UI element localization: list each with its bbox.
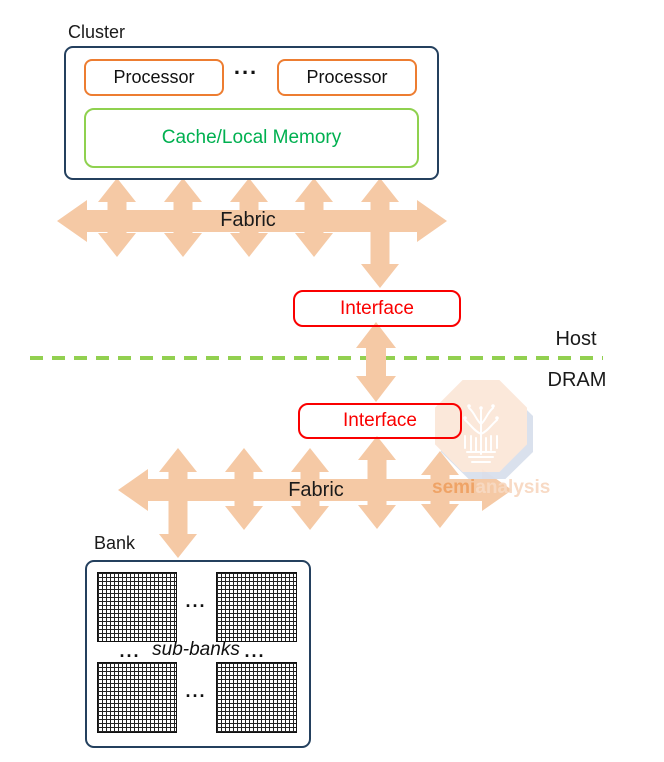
- watermark-wordmark: semianalysis: [432, 477, 550, 499]
- semianalysis-logo-icon: [435, 380, 527, 472]
- cluster-label: Cluster: [68, 22, 126, 42]
- watermark-text-analysis: analysis: [475, 477, 551, 498]
- interface-to-interface-arrow: [356, 322, 396, 402]
- bank-label: Bank: [94, 533, 136, 553]
- fabric-bottom-vertical-arrow-3: [291, 448, 329, 530]
- dram-label: DRAM: [547, 369, 607, 391]
- sub-bank-grid-2: [216, 572, 297, 642]
- sub-bank-grid-4: [216, 662, 297, 733]
- sub-bank-ellipsis-bottom: ...: [185, 681, 207, 701]
- host-label: Host: [555, 328, 597, 350]
- fabric-top-vertical-arrow-2: [164, 178, 202, 257]
- sub-bank-ellipsis-top: ...: [185, 591, 207, 611]
- fabric-bottom-vertical-arrow-5: [421, 451, 459, 528]
- sub-bank-ellipsis-left: ...: [119, 641, 141, 661]
- fabric-bottom-label: Fabric: [288, 479, 344, 501]
- interface-dram-box: Interface: [298, 403, 462, 439]
- processor-ellipsis: ...: [233, 54, 259, 79]
- processor-box-right: Processor: [277, 59, 417, 96]
- interface-host-box: Interface: [293, 290, 461, 327]
- circuit-tree-icon: [463, 404, 499, 463]
- watermark-text-semi: semi: [432, 477, 476, 498]
- sub-bank-grid-3: [97, 662, 177, 733]
- fabric-top-vertical-arrow-3: [230, 178, 268, 257]
- fabric-bottom-to-bank-arrow: [159, 448, 197, 558]
- sub-bank-ellipsis-right: ...: [244, 641, 266, 661]
- fabric-bottom-to-interface-arrow: [358, 436, 396, 529]
- sub-bank-grid-1: [97, 572, 177, 642]
- cluster-box: [64, 46, 439, 180]
- fabric-top-label: Fabric: [220, 209, 276, 231]
- fabric-bottom-vertical-arrow-2: [225, 448, 263, 530]
- fabric-top-vertical-arrow-4: [295, 178, 333, 257]
- cache-local-memory-box: Cache/Local Memory: [84, 108, 419, 168]
- processor-box-left: Processor: [84, 59, 224, 96]
- fabric-top-to-interface-arrow: [361, 178, 399, 288]
- sub-banks-label: sub-banks: [152, 639, 240, 660]
- bank-box: ... ... sub-banks ... ...: [85, 560, 311, 748]
- fabric-top-vertical-arrow-1: [98, 178, 136, 257]
